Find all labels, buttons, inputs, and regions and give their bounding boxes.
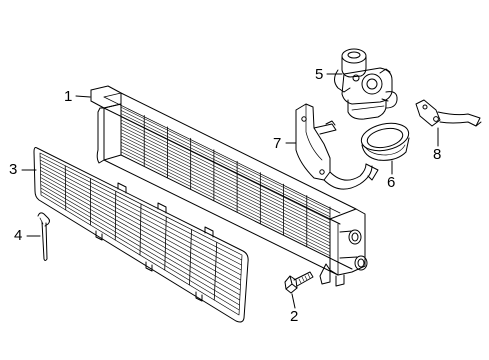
water-pump	[334, 48, 398, 120]
callout-2-bolt: 2	[290, 308, 299, 325]
callout-6-seal: 6	[387, 174, 396, 191]
callout-3-grille: 3	[9, 161, 18, 178]
small-bracket	[415, 99, 482, 127]
callout-7-bracket: 7	[273, 135, 282, 152]
hose-seal	[360, 122, 410, 161]
mounting-bracket	[295, 103, 379, 190]
callout-8-small-bracket: 8	[433, 146, 442, 163]
callout-1-radiator: 1	[64, 88, 73, 105]
grille-screen	[33, 147, 249, 323]
bolt	[284, 271, 314, 294]
radiator	[90, 85, 368, 287]
callout-4-clip: 4	[14, 227, 23, 244]
leader-lines	[21, 73, 439, 309]
callout-5-water-pump: 5	[315, 66, 324, 83]
clip	[37, 212, 50, 261]
